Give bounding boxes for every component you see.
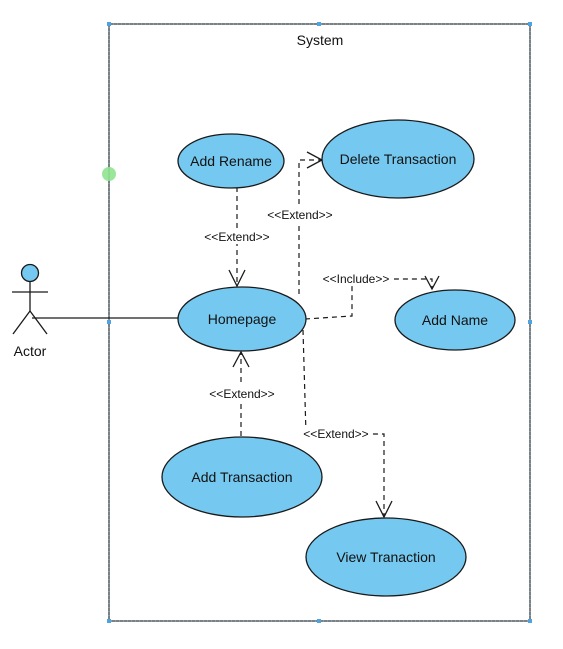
label-extend-view: <<Extend>> [303,427,368,441]
arrowhead-rename [228,269,246,288]
label-extend-add-transaction: <<Extend>> [209,387,274,401]
use-case-add-transaction[interactable]: Add Transaction [161,436,323,518]
use-case-add-transaction-label: Add Transaction [191,469,292,485]
arrowhead-add-transaction [232,350,250,368]
use-case-view-transaction-label: View Tranaction [336,549,435,565]
actor-leg-right [29,310,48,335]
actor-leg-left [12,310,31,335]
use-case-add-rename[interactable]: Add Rename [177,133,285,189]
extend-line-delete[interactable] [298,159,321,294]
hover-connection-dot[interactable] [102,167,116,181]
use-case-add-name[interactable]: Add Name [394,289,516,351]
use-case-add-name-label: Add Name [422,312,488,328]
use-case-homepage-label: Homepage [208,311,277,327]
label-extend-rename: <<Extend>> [204,230,269,244]
system-title: System [297,32,344,48]
selection-outline [108,23,531,622]
use-case-homepage[interactable]: Homepage [177,286,307,352]
arrowhead-view [375,500,393,519]
use-case-view-transaction[interactable]: View Tranaction [305,517,467,597]
arrowhead-name [424,275,440,291]
use-case-delete-transaction[interactable]: Delete Transaction [321,119,475,199]
relationship-labels: <<Extend>> <<Extend>> <<Include>> <<Exte… [201,207,394,441]
use-case-add-rename-label: Add Rename [190,153,272,169]
actor[interactable] [12,263,48,335]
actor-head-icon [20,263,40,283]
label-include-name: <<Include>> [323,272,390,286]
label-extend-delete: <<Extend>> [267,208,332,222]
use-case-delete-transaction-label: Delete Transaction [340,151,457,167]
actor-label: Actor [14,343,47,359]
